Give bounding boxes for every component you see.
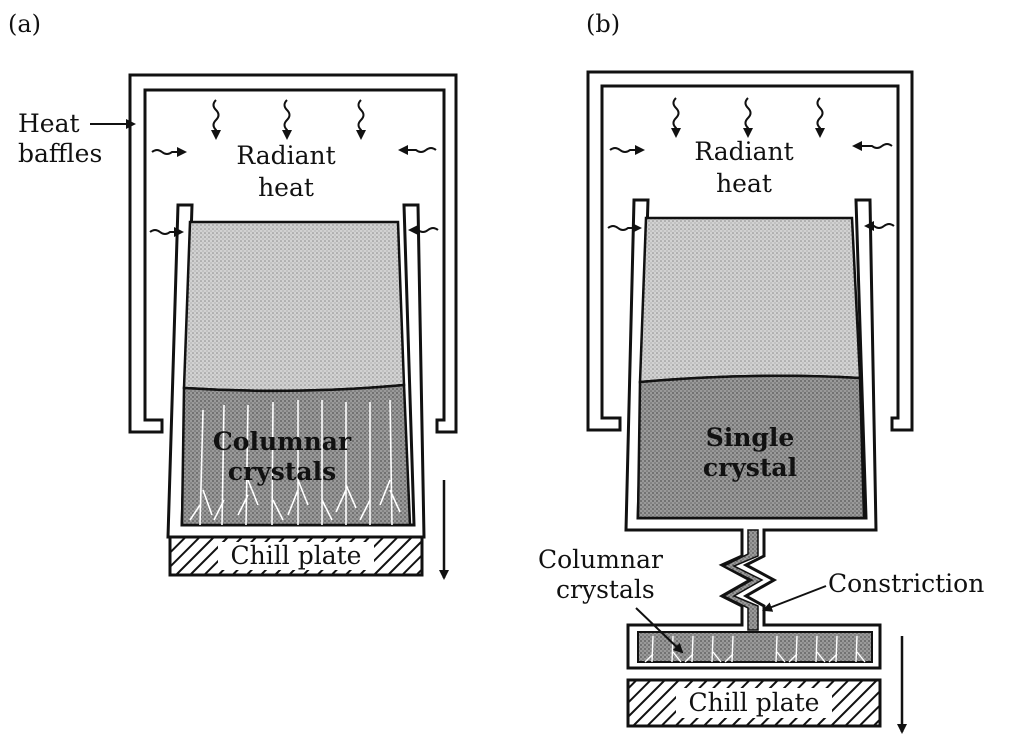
crystal-streaks-a — [189, 399, 401, 526]
heat-baffles-a — [128, 73, 458, 434]
radiant-heat-b-line2: heat — [716, 169, 772, 198]
panel-b: (b) — [538, 10, 984, 734]
constriction-leader — [762, 585, 827, 612]
columnar-crystals-a-line2: crystals — [228, 457, 336, 486]
panel-a: (a) — [8, 10, 458, 580]
constriction-label: Constriction — [828, 569, 984, 598]
columnar-region-a — [180, 383, 412, 527]
columnar-crystals-b-leader — [635, 607, 684, 654]
radiant-heat-a-line1: Radiant — [236, 141, 335, 170]
chill-plate-b-label: Chill plate — [689, 688, 820, 717]
radiant-heat-b-line1: Radiant — [694, 137, 793, 166]
chill-plate-a-label: Chill plate — [231, 541, 362, 570]
panel-a-label: (a) — [8, 10, 41, 38]
radiant-arrows-b — [607, 97, 895, 233]
columnar-crystals-b-line1: Columnar — [538, 545, 663, 574]
liquid-metal-a — [182, 220, 406, 393]
crystal-streaks-b — [644, 635, 866, 663]
single-crystal-line2: crystal — [703, 453, 797, 482]
single-crystal-line1: Single — [706, 423, 795, 452]
heat-baffles-label-line2: baffles — [18, 139, 102, 168]
heat-baffles-label-line1: Heat — [18, 109, 80, 138]
panel-b-label: (b) — [586, 10, 620, 38]
chill-plate-a-label-bg — [218, 542, 374, 570]
radiant-heat-a-line2: heat — [258, 173, 314, 202]
chill-plate-b-label-bg — [676, 688, 832, 718]
columnar-crystals-b-line2: crystals — [556, 575, 655, 604]
radiant-arrows-a — [149, 99, 439, 237]
single-crystal-region-b — [636, 374, 866, 520]
constriction-channel — [722, 529, 764, 631]
columnar-crystals-a-line1: Columnar — [213, 427, 352, 456]
heat-baffles-b — [586, 70, 914, 432]
liquid-metal-b — [638, 216, 862, 384]
